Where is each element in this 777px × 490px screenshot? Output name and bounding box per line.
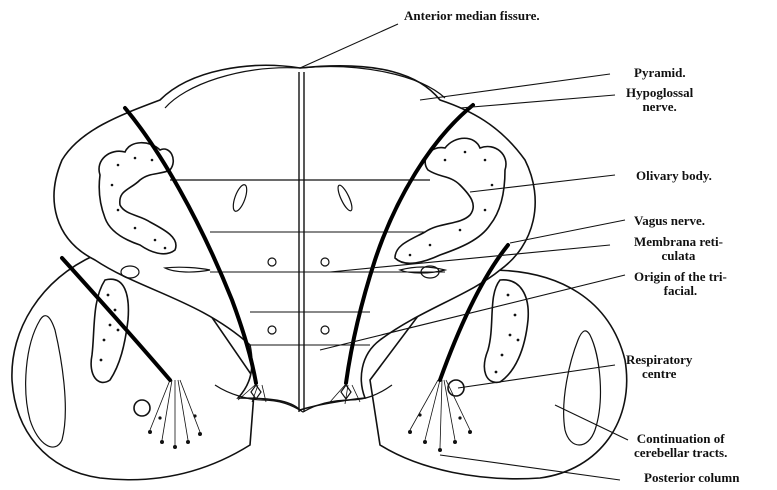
label-respiratory-line2: centre [626,367,692,381]
label-trifacial-line1: Origin of the tri- [634,270,727,284]
label-membrana-reticulata: Membrana reti- culata [634,235,723,263]
label-pyramid: Pyramid. [634,66,686,80]
label-vagus-nerve: Vagus nerve. [634,214,705,228]
label-trifacial-line2: facial. [634,284,727,298]
label-membrana-line2: culata [634,249,723,263]
left-respiratory-centre [134,400,150,416]
label-hypoglossal-line1: Hypoglossal [626,86,693,100]
label-hypoglossal-line2: nerve. [626,100,693,114]
label-olivary-body: Olivary body. [636,169,712,183]
label-cerebellar-line1: Continuation of [634,432,727,446]
label-cerebellar-line2: cerebellar tracts. [634,446,727,460]
leader-anterior-fissure [300,24,398,68]
leader-hypoglossal [460,95,615,108]
label-trifacial: Origin of the tri- facial. [634,270,727,298]
label-posterior-column: Posterior column [644,471,739,485]
label-hypoglossal: Hypoglossal nerve. [626,86,693,114]
label-cerebellar-tracts: Continuation of cerebellar tracts. [634,432,727,460]
label-respiratory-centre: Respiratory centre [626,353,692,381]
label-anterior-median-fissure: Anterior median fissure. [404,9,540,23]
label-respiratory-line1: Respiratory [626,353,692,367]
label-membrana-line1: Membrana reti- [634,235,723,249]
leader-pyramid [420,74,610,100]
